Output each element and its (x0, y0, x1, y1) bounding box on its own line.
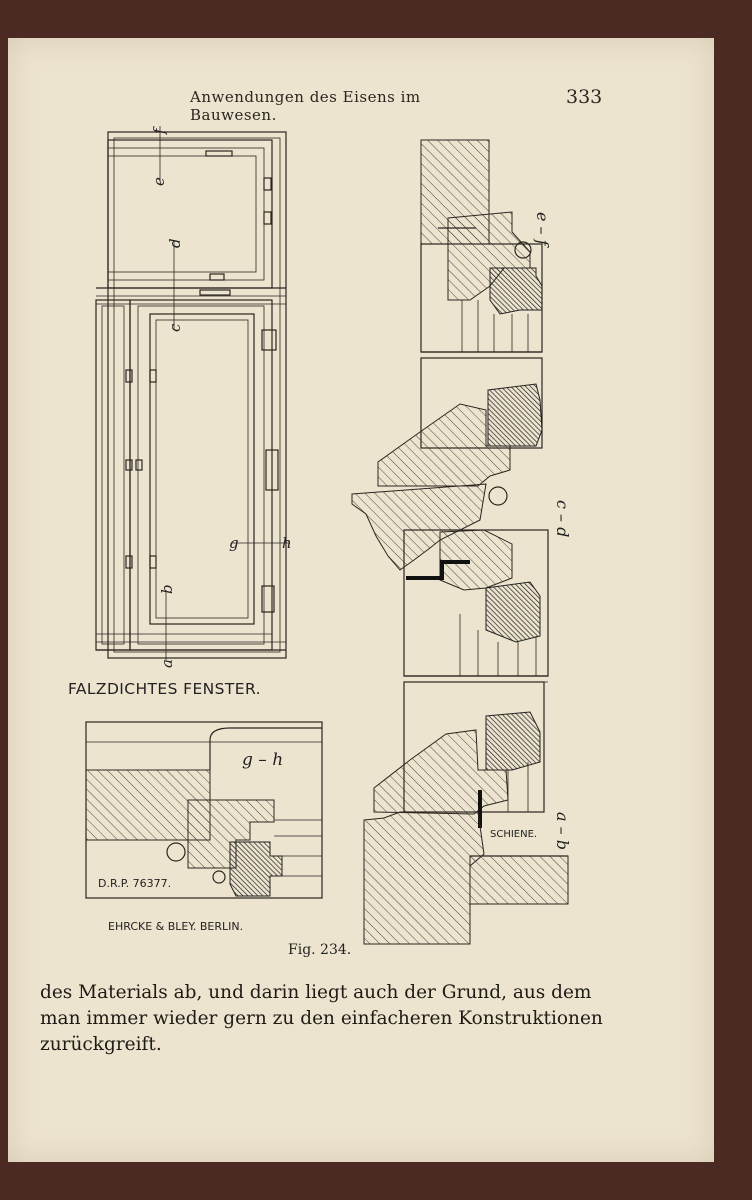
maker-credit: EHRCKE & BLEY. BERLIN. (108, 920, 244, 933)
body-line-1: des Materials ab, und darin liegt auch d… (40, 982, 592, 1003)
section-label-cd: c – d (553, 500, 572, 538)
letter-g: g (229, 534, 239, 552)
figure-caption-main: FALZDICHTES FENSTER. (68, 680, 261, 698)
vertical-section (351, 139, 569, 945)
detail-gh-label: g – h (242, 750, 284, 770)
rail-label: SCHIENE. (490, 829, 538, 840)
running-title: Anwendungen des Eisens im Bauwesen. (190, 88, 421, 124)
figure-number: Fig. 234. (288, 942, 352, 958)
patent-number: D.R.P. 76377. (98, 877, 172, 890)
book-page (8, 38, 714, 1162)
letter-h: h (282, 534, 292, 552)
body-paragraph: des Materials ab, und darin liegt auch d… (40, 980, 603, 1058)
letter-a: a (158, 659, 176, 668)
section-label-ab: a – b (553, 812, 572, 850)
letter-e: e (150, 177, 168, 186)
page-number: 333 (566, 86, 603, 108)
letter-c: c (166, 323, 184, 332)
letter-d: d (166, 238, 184, 248)
letter-b: b (158, 584, 176, 594)
body-line-2: man immer wieder gern zu den einfacheren… (40, 1008, 603, 1029)
body-line-3: zurückgreift. (40, 1034, 162, 1055)
window-elevation (95, 126, 290, 660)
detail-gh (85, 721, 323, 899)
letter-f: f (150, 128, 168, 134)
section-label-ef: e – f (533, 212, 552, 246)
